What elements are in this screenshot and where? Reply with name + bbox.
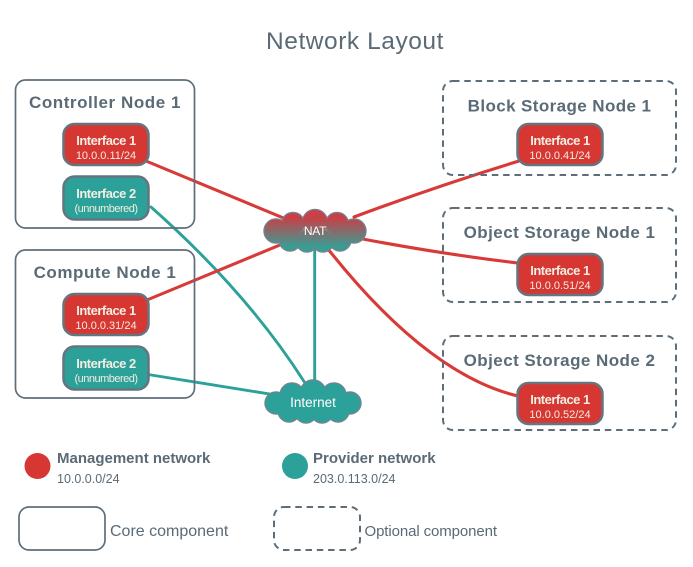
svg-text:Interface 1: Interface 1 bbox=[530, 392, 590, 407]
svg-text:Interface 1: Interface 1 bbox=[76, 303, 136, 318]
svg-text:203.0.113.0/24: 203.0.113.0/24 bbox=[313, 472, 396, 486]
svg-text:Provider network: Provider network bbox=[313, 450, 436, 467]
svg-text:10.0.0.0/24: 10.0.0.0/24 bbox=[57, 472, 120, 486]
svg-text:Block Storage Node 1: Block Storage Node 1 bbox=[468, 97, 652, 116]
svg-text:Object Storage Node 2: Object Storage Node 2 bbox=[464, 351, 656, 370]
svg-text:Object Storage Node 1: Object Storage Node 1 bbox=[464, 223, 656, 242]
svg-text:10.0.0.41/24: 10.0.0.41/24 bbox=[529, 150, 590, 162]
svg-text:Core component: Core component bbox=[110, 523, 229, 540]
svg-text:Interface 1: Interface 1 bbox=[530, 263, 590, 278]
svg-text:Interface 2: Interface 2 bbox=[76, 186, 136, 201]
svg-text:10.0.0.31/24: 10.0.0.31/24 bbox=[75, 320, 136, 332]
svg-text:Interface 2: Interface 2 bbox=[76, 356, 136, 371]
svg-text:(unnumbered): (unnumbered) bbox=[74, 373, 137, 385]
svg-text:(unnumbered): (unnumbered) bbox=[74, 203, 137, 215]
svg-text:Network Layout: Network Layout bbox=[266, 28, 444, 55]
svg-text:Compute Node 1: Compute Node 1 bbox=[34, 263, 177, 282]
svg-text:Controller Node 1: Controller Node 1 bbox=[29, 93, 181, 112]
svg-text:Management network: Management network bbox=[57, 450, 211, 467]
svg-text:Internet: Internet bbox=[290, 395, 336, 410]
svg-text:Interface 1: Interface 1 bbox=[530, 133, 590, 148]
svg-text:10.0.0.51/24: 10.0.0.51/24 bbox=[529, 280, 590, 292]
svg-text:Interface 1: Interface 1 bbox=[76, 133, 136, 148]
svg-text:10.0.0.11/24: 10.0.0.11/24 bbox=[76, 150, 136, 162]
svg-text:Optional component: Optional component bbox=[365, 523, 498, 540]
svg-text:NAT: NAT bbox=[304, 224, 327, 238]
svg-text:10.0.0.52/24: 10.0.0.52/24 bbox=[529, 409, 590, 421]
